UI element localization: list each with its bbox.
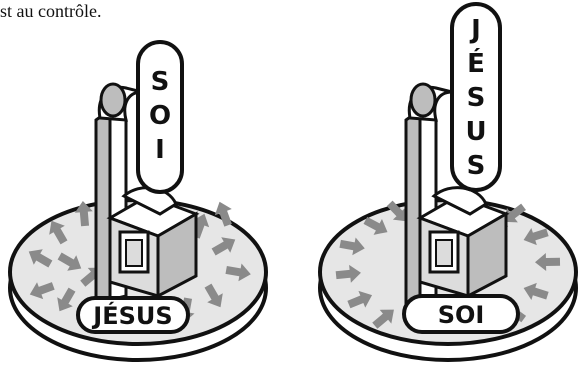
left-pill-letter-2: O	[149, 101, 171, 131]
left-base-label-text: JÉSUS	[91, 301, 172, 330]
right-pill-letter-4: U	[465, 117, 486, 147]
left-pill-letter-3: I	[155, 135, 165, 165]
left-base-label: JÉSUS	[78, 298, 188, 332]
left-pill-letter-1: S	[151, 67, 170, 97]
right-pill-letter-1: J	[469, 15, 481, 45]
right-throne-pill: J É S U S	[452, 4, 500, 190]
right-pill-letter-2: É	[467, 47, 485, 79]
left-throne-pill: S O I	[138, 42, 182, 192]
right-pill-letter-3: S	[467, 83, 486, 113]
right-throne-diagram: J É S U S SOI	[320, 4, 576, 360]
right-pill-letter-5: S	[467, 151, 486, 181]
left-throne-diagram: S O I JÉSUS	[10, 42, 266, 360]
right-base-label-text: SOI	[438, 301, 485, 329]
right-base-label: SOI	[404, 296, 518, 332]
